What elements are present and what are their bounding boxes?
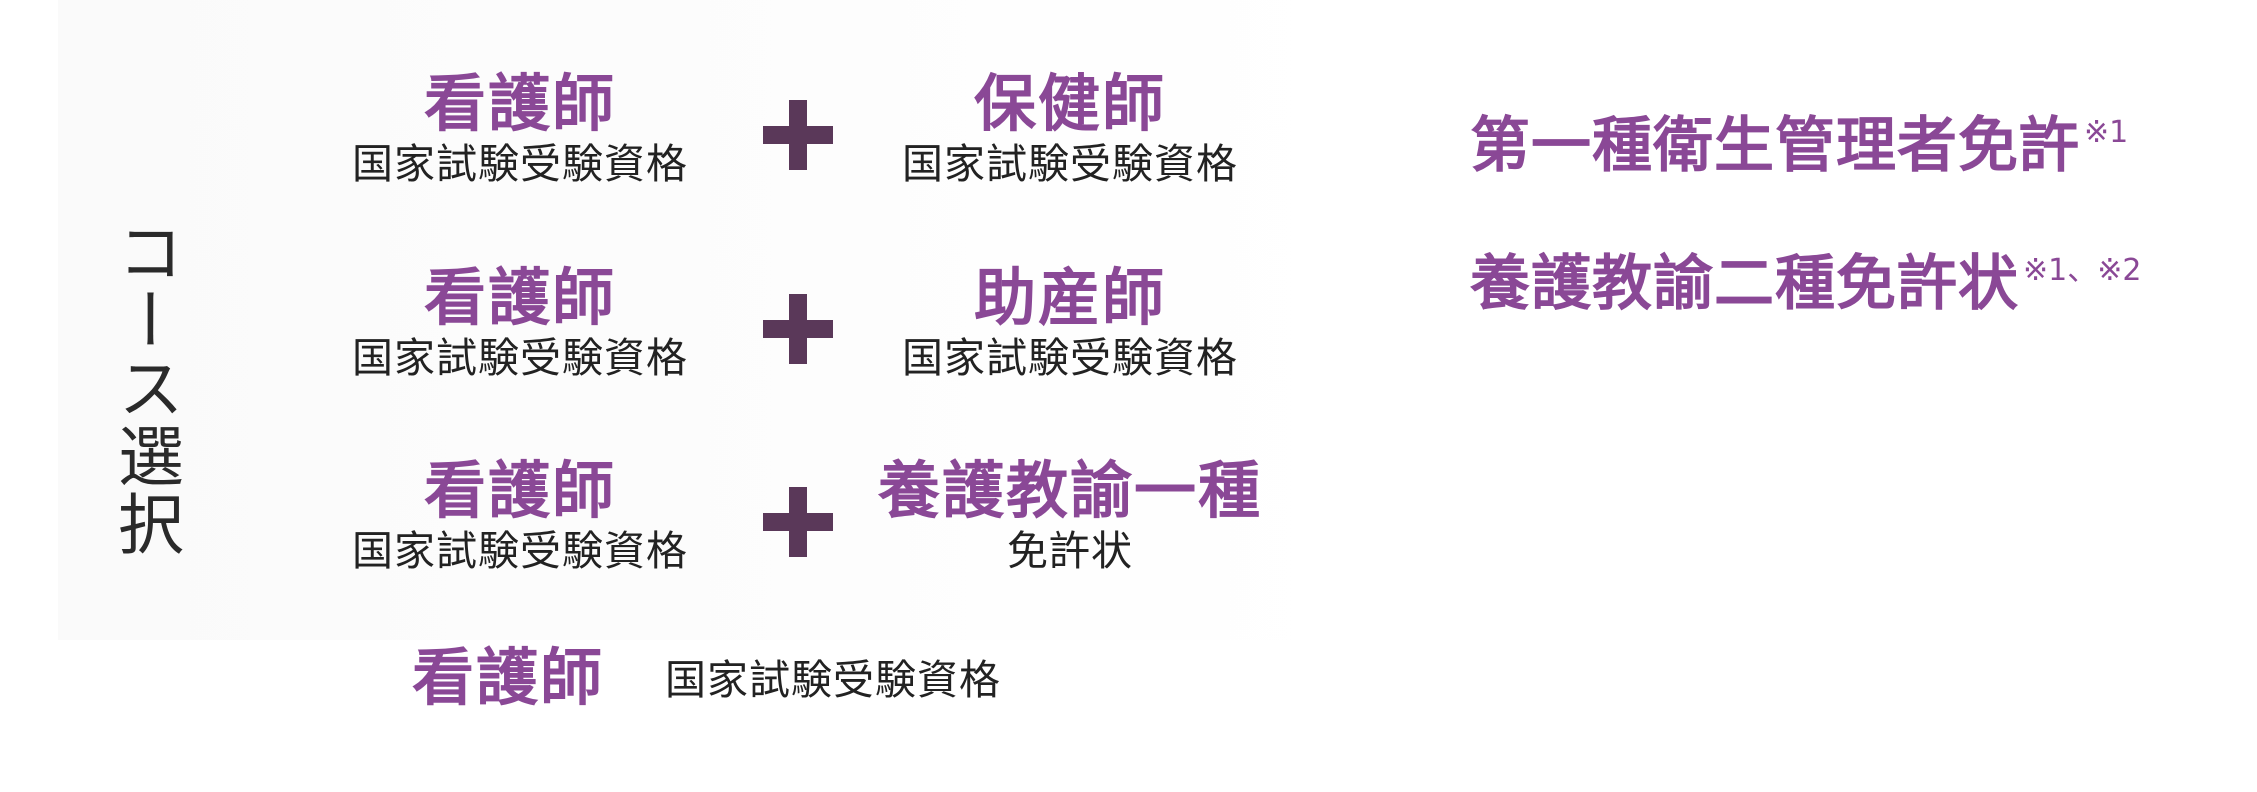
course-3-left-title: 看護師 (423, 454, 616, 527)
license-2: 養護教諭二種免許状※1、※2 (1470, 236, 2141, 319)
course-3-left: 看護師 国家試験受験資格 (340, 454, 700, 576)
course-3-right: 養護教諭一種 免許状 (870, 454, 1270, 576)
course-4-left-sub-wrap: 国家試験受験資格 (665, 656, 1001, 704)
course-2-left-title: 看護師 (423, 261, 616, 334)
plus-icon (763, 487, 833, 557)
plus-icon (763, 100, 833, 170)
course-2-left: 看護師 国家試験受験資格 (340, 261, 700, 383)
course-selection-label: コース選択 (107, 218, 184, 558)
course-1-left: 看護師 国家試験受験資格 (340, 67, 700, 189)
course-row-4: 看護師 国家試験受験資格 (0, 642, 1300, 792)
course-4-left-sub: 国家試験受験資格 (665, 656, 1001, 704)
license-1: 第一種衛生管理者免許※1 (1470, 98, 2128, 181)
course-1-left-title: 看護師 (423, 67, 616, 140)
course-3-right-title: 養護教諭一種 (877, 454, 1262, 527)
license-1-text: 第一種衛生管理者免許 (1470, 111, 2080, 181)
course-2-right-title: 助産師 (973, 261, 1166, 334)
course-1-right-sub: 国家試験受験資格 (902, 140, 1238, 188)
course-row-2: 看護師 国家試験受験資格 助産師 国家試験受験資格 (0, 262, 1300, 412)
course-2-left-sub: 国家試験受験資格 (352, 334, 688, 382)
course-3-left-sub: 国家試験受験資格 (352, 527, 688, 575)
course-2-right: 助産師 国家試験受験資格 (885, 261, 1255, 383)
course-1-right-title: 保健師 (973, 67, 1166, 140)
course-panel (58, 0, 1358, 640)
course-row-1: 看護師 国家試験受験資格 保健師 国家試験受験資格 (0, 68, 1300, 218)
course-1-left-sub: 国家試験受験資格 (352, 140, 688, 188)
course-row-3: 看護師 国家試験受験資格 養護教諭一種 免許状 (0, 455, 1300, 605)
license-2-text: 養護教諭二種免許状 (1470, 249, 2019, 319)
course-2-right-sub: 国家試験受験資格 (902, 334, 1238, 382)
license-2-note: ※1、※2 (2023, 253, 2142, 288)
license-1-note: ※1 (2084, 115, 2129, 150)
course-3-right-sub: 免許状 (1007, 527, 1133, 575)
course-4-left: 看護師 (412, 642, 632, 714)
plus-icon (763, 294, 833, 364)
course-4-left-title: 看護師 (412, 641, 605, 714)
course-1-right: 保健師 国家試験受験資格 (885, 67, 1255, 189)
